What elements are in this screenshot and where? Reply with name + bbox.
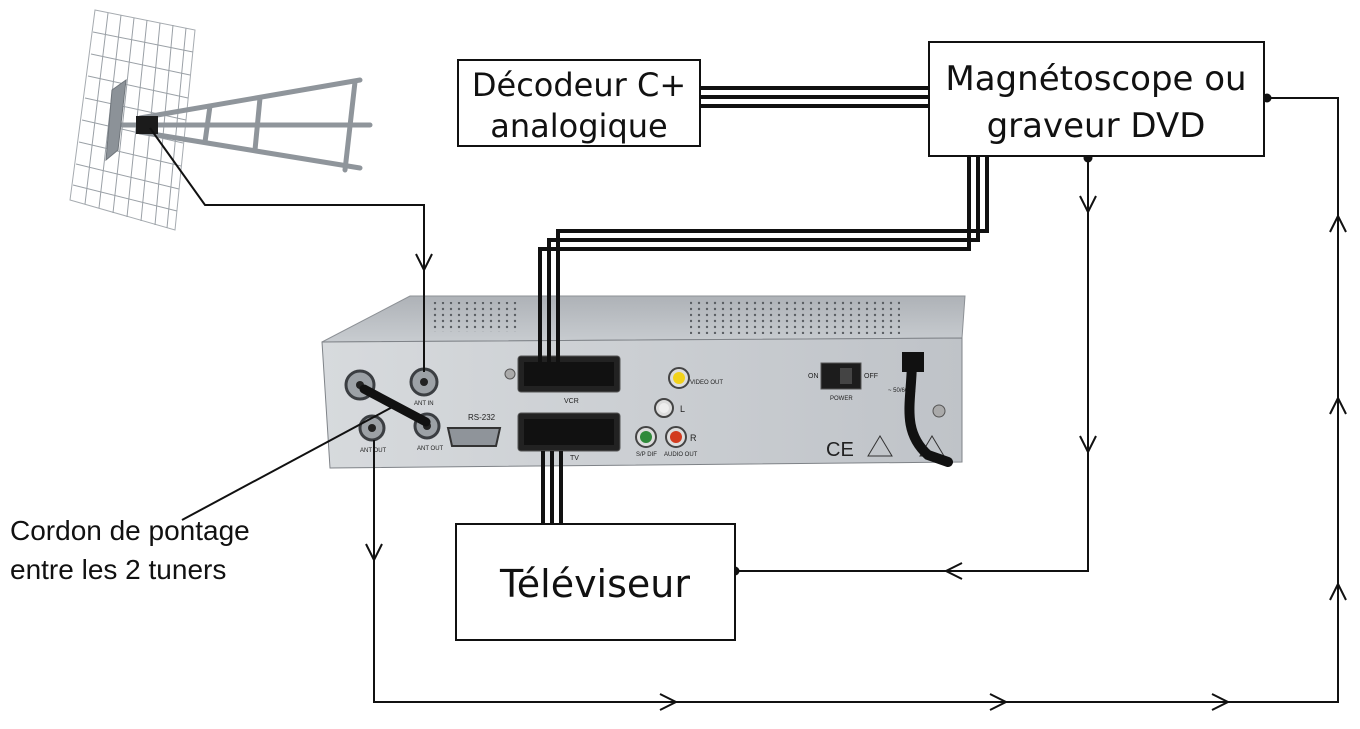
antenna-balun [136,116,158,134]
caption-pointer-line [181,403,399,521]
recorder-label-line1: Magnétoscope ou [945,59,1246,99]
arrow-loop-right-2 [989,693,1009,711]
label-off: OFF [864,373,878,380]
arrow-loop-up-2 [1329,395,1347,415]
label-rs232: RS-232 [468,413,496,422]
label-vcr: VCR [564,398,579,405]
scart-cables [538,86,989,524]
recorder-box: Magnétoscope ou graveur DVD [928,41,1265,157]
decoder-box: Décodeur C+ analogique [457,59,701,147]
tv-box: Téléviseur [455,523,736,641]
arrow-loop-up-3 [1329,213,1347,233]
label-r: R [690,433,697,443]
antenna-reflector-grid [69,9,196,231]
screw-icon-2 [932,404,946,418]
screw-icon [504,368,516,380]
label-audio-out: AUDIO OUT [664,452,698,458]
arrow-loop-up-1 [1329,581,1347,601]
arrow-recorder-down-1 [1079,195,1097,215]
label-l: L [680,404,685,414]
label-tv-port: TV [570,455,579,462]
label-ce: CE [826,439,854,461]
decoder-label-line1: Décodeur C+ [472,66,686,104]
wire-antenna-to-ant-in [149,127,425,372]
label-mains: ~ 50/60Hz [888,388,916,394]
power-cord [904,355,953,467]
arrow-loop-right-1 [659,693,679,711]
label-video-out: VIDEO OUT [690,380,723,386]
arrow-recorder-down-2 [1079,435,1097,455]
label-ant-in: ANT IN [414,401,434,407]
arrow-loop-down [365,543,383,563]
arrow-tv-left [943,562,963,580]
arrow-loop-right-3 [1211,693,1231,711]
label-on: ON [808,373,819,380]
recorder-label-line2: graveur DVD [987,106,1206,146]
uhf-antenna [69,9,373,231]
caption-line1: Cordon de pontage [10,515,250,546]
antenna-dipole [105,78,127,162]
antenna-boom [117,77,373,173]
rs232-port [446,427,502,447]
satellite-receiver: ANT OUT ANT IN ANT OUT RS-232 VCR TV VID… [321,295,966,469]
label-spdif: S/P DIF [636,452,657,458]
bridge-cord-caption: Cordon de pontage entre les 2 tuners [10,515,250,585]
wire-recorder-to-tv [735,158,1089,572]
wire-ant-out-loop [373,97,1339,703]
warning-triangle-icon [867,435,893,457]
wiring [149,97,1347,711]
label-ant-out-right: ANT OUT [417,446,444,452]
rca-connectors [635,367,690,448]
arrow-antenna-down [415,253,433,273]
label-power: POWER [830,396,853,402]
decoder-label-line2: analogique [490,107,667,145]
caption-line2: entre les 2 tuners [10,554,226,585]
tv-label: Téléviseur [499,562,690,606]
